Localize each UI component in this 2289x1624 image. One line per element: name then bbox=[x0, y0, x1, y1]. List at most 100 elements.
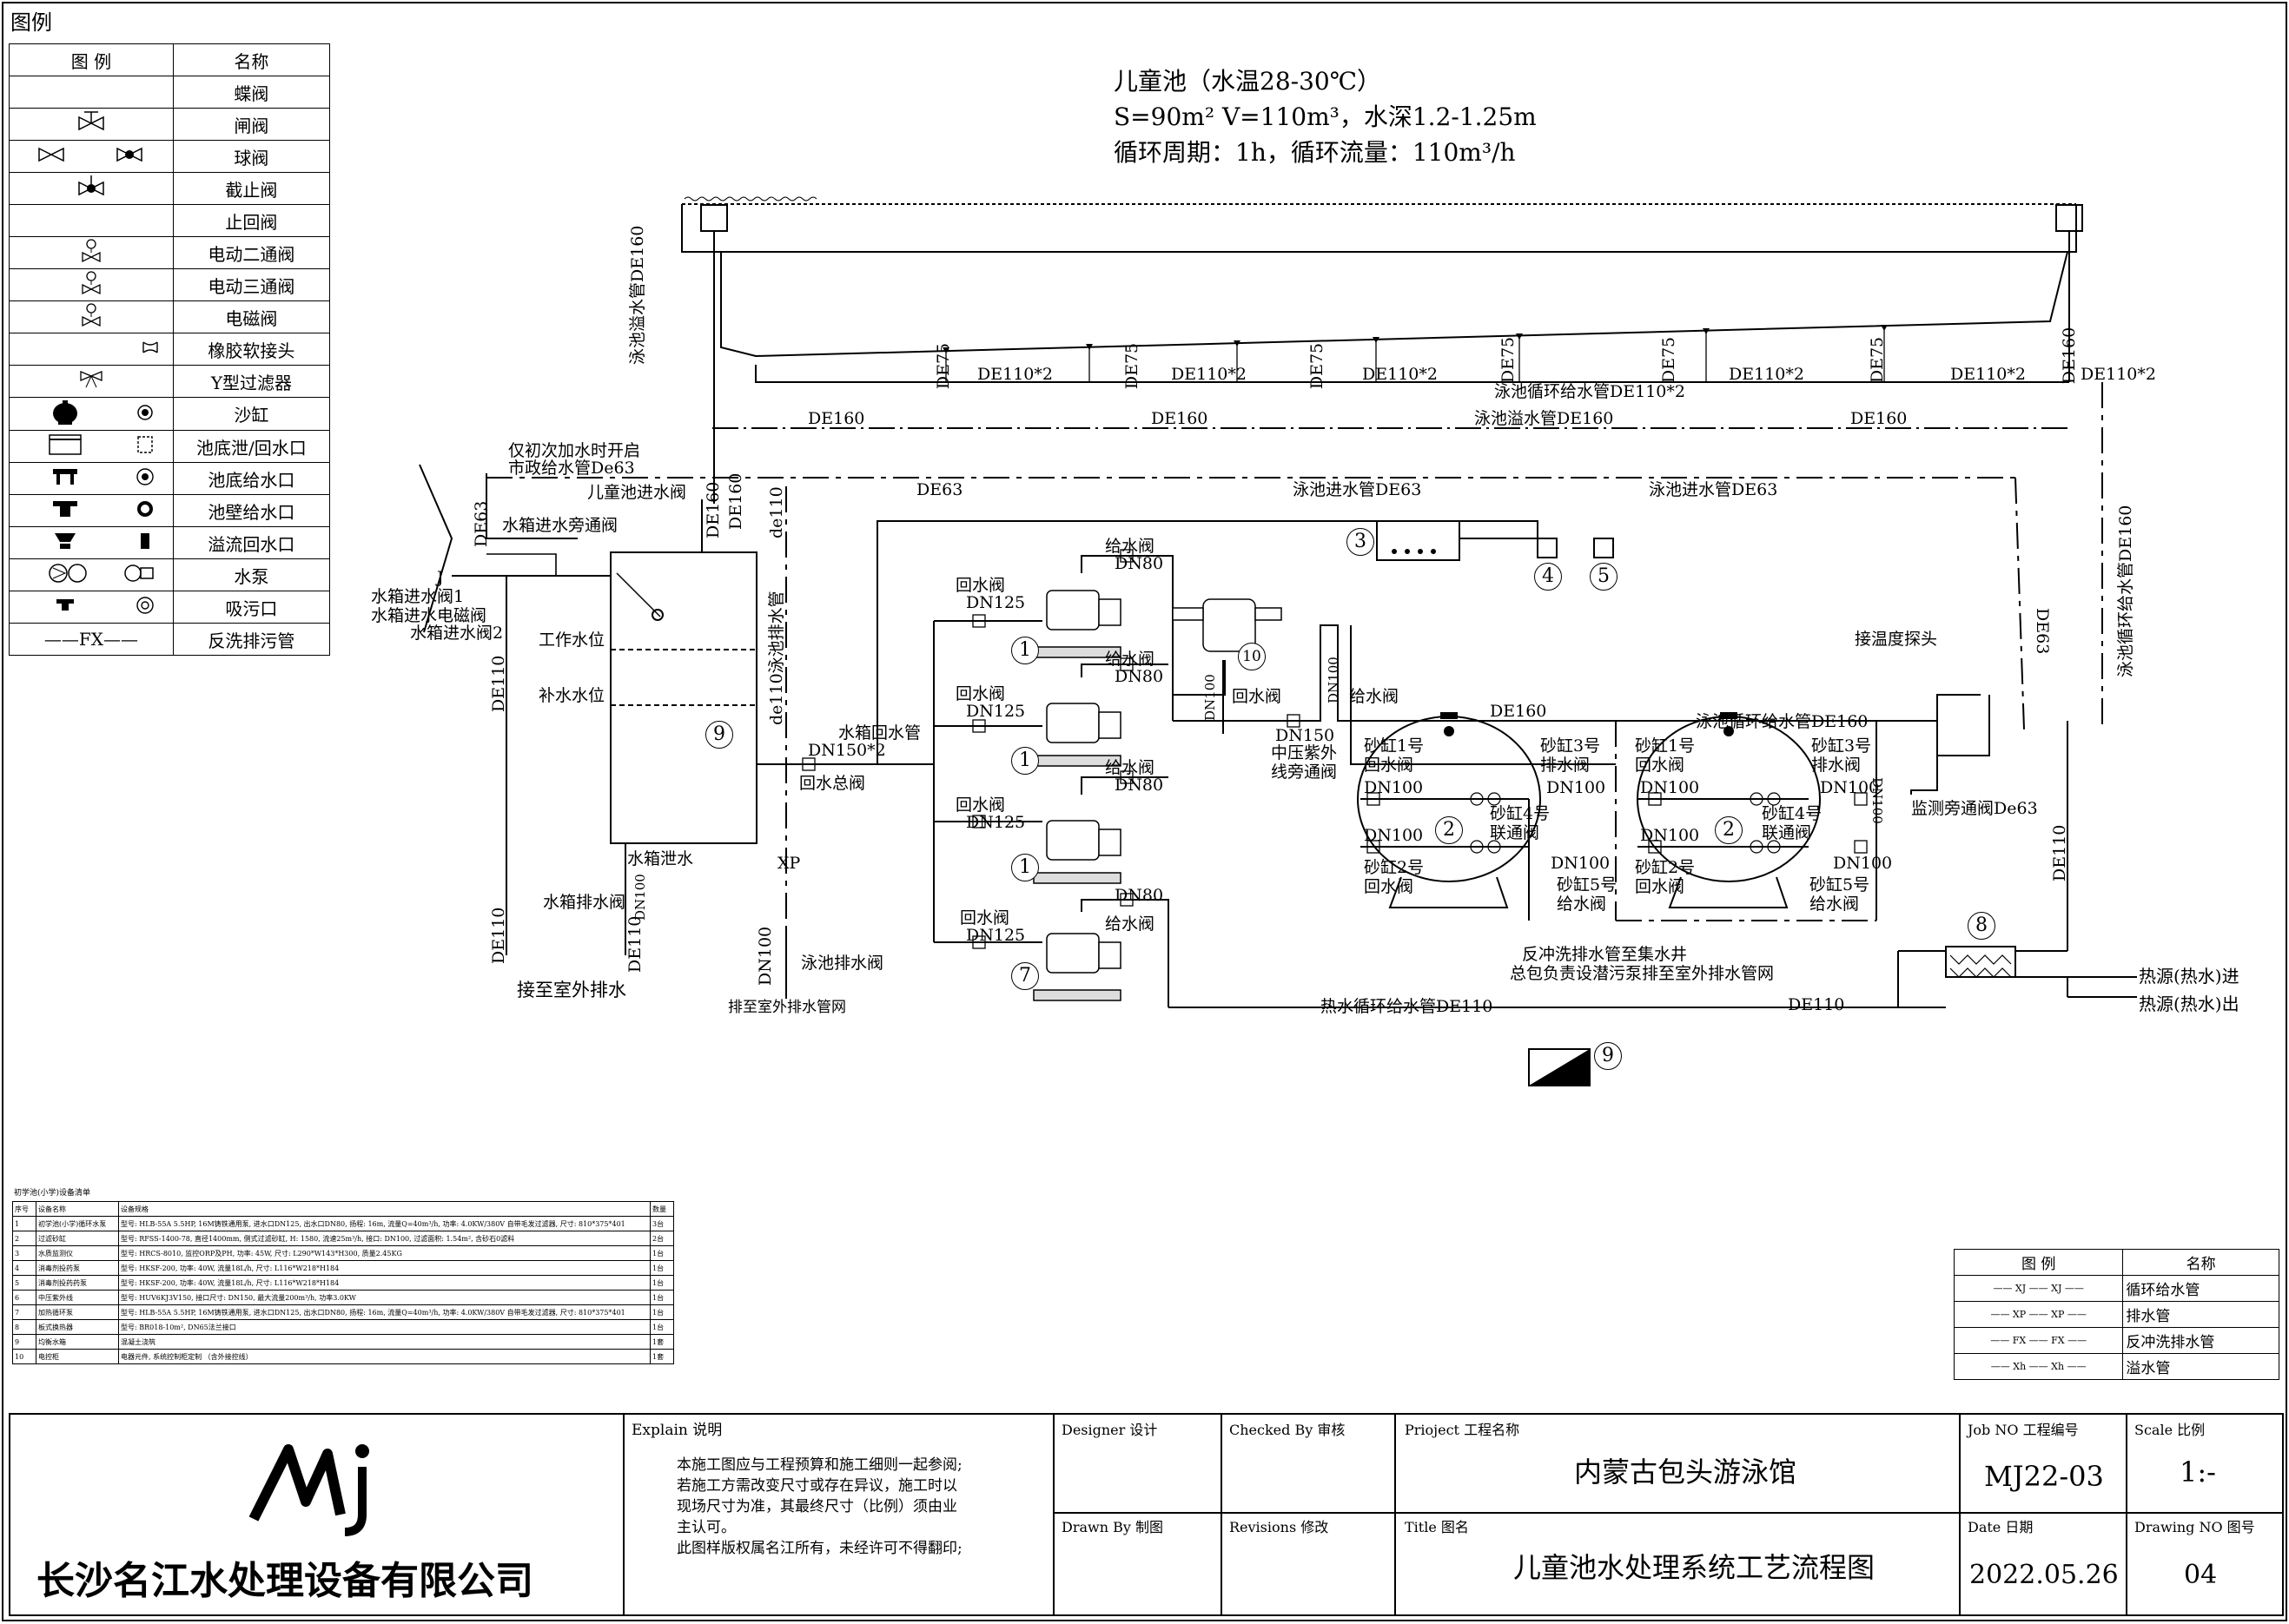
label-dn80-4: DN80 bbox=[1115, 886, 1164, 905]
title-block: 长沙名江水处理设备有限公司 Explain 说明 本施工图应与工程预算和施工细则… bbox=[9, 1413, 2284, 1616]
label-sand4-link-b2: 联通阀 bbox=[1762, 823, 1812, 842]
label-tank-inlet-2: 水箱进水阀2 bbox=[410, 624, 504, 643]
label-dn125-4: DN125 bbox=[966, 926, 1026, 945]
label-dn150x2: DN150*2 bbox=[808, 741, 886, 760]
pipe-label-de160-b: DE160 bbox=[1151, 409, 1208, 428]
job-label: Job NO 工程编号 bbox=[1968, 1422, 2079, 1438]
list-item: —— XP —— XP ——排水管 bbox=[1953, 1301, 2279, 1328]
label-dn100-pool: DN100 bbox=[756, 926, 775, 986]
pipe-label-de110-right: DE110 bbox=[2050, 824, 2069, 881]
legend-caption: 图例 bbox=[10, 10, 52, 35]
label-sand3-drain-b: 砂缸3号 bbox=[1811, 736, 1872, 756]
pipe-label-de75-2: DE75 bbox=[1122, 342, 1142, 390]
label-sand4-link-2: 联通阀 bbox=[1490, 823, 1540, 842]
drawing-date: 2022.05.26 bbox=[1969, 1560, 2119, 1590]
label-sand1-return-b: 砂缸1号 bbox=[1635, 736, 1696, 756]
label-work-level: 工作水位 bbox=[539, 630, 605, 650]
label-sand2-return-2: 回水阀 bbox=[1364, 877, 1414, 896]
wall-inlet-icon bbox=[9, 494, 174, 527]
label-heat-in: 热源(热水)进 bbox=[2139, 966, 2239, 987]
label-sand4-link: 砂缸4号 bbox=[1490, 804, 1551, 823]
equipment-tag-2b: 2 bbox=[1715, 816, 1743, 844]
label-dn100-uv2: DN100 bbox=[1326, 657, 1341, 703]
legend-item-name: 池壁给水口 bbox=[172, 494, 331, 527]
label-uv-bypass-2: 线旁通阀 bbox=[1271, 762, 1338, 782]
label-backwash-2: 总包负责设潜污泵排至室外排水管网 bbox=[1510, 964, 1775, 983]
label-dn100-b1: DN100 bbox=[1640, 778, 1700, 797]
label-tank-inlet-1: 水箱进水阀1 bbox=[371, 587, 465, 606]
label-dn80-3: DN80 bbox=[1115, 776, 1164, 795]
label-sand1-return: 砂缸1号 bbox=[1364, 736, 1425, 756]
explain-line: 本施工图应与工程预算和施工细则一起参阅; bbox=[677, 1456, 963, 1474]
pipe-legend-header-name: 名称 bbox=[2122, 1249, 2279, 1276]
pipe-label-de63-left: DE63 bbox=[472, 500, 491, 547]
legend-item-name: 球阀 bbox=[172, 140, 331, 173]
label-heat-out: 热源(热水)出 bbox=[2139, 994, 2239, 1014]
legend-item-name: 吸污口 bbox=[172, 591, 331, 624]
project-cell: Prioject 工程名称 内蒙古包头游泳馆 Title 图名 儿童池水处理系统… bbox=[1394, 1415, 1961, 1614]
label-sand3-drain-2: 排水阀 bbox=[1540, 756, 1591, 775]
legend-item-name: 水泵 bbox=[172, 558, 331, 591]
label-uv-bypass-1: 中压紫外 bbox=[1271, 743, 1338, 762]
label-dn100-uv: DN100 bbox=[1202, 674, 1218, 721]
designer-cell: Designer 设计 Drawn By 制图 bbox=[1053, 1415, 1222, 1614]
checked-label: Checked By 审核 bbox=[1229, 1422, 1346, 1438]
label-makeup-level: 补水水位 bbox=[539, 686, 605, 705]
rubber-joint-icon bbox=[9, 333, 174, 366]
legend-item-name: 橡胶软接头 bbox=[172, 333, 331, 366]
explain-line: 现场尺寸为准，其最终尺寸（比例）须由业 bbox=[677, 1498, 957, 1515]
equipment-tag-1b: 1 bbox=[1011, 747, 1039, 775]
motorized-2way-valve-icon bbox=[9, 236, 174, 269]
pool-spec: S=90m² V=110m³，水深1.2-1.25m bbox=[1114, 102, 1537, 131]
pipe-label-de110x2-1: DE110*2 bbox=[977, 365, 1053, 384]
revisions-label: Revisions 修改 bbox=[1229, 1519, 1329, 1535]
label-sand4-link-b: 砂缸4号 bbox=[1762, 804, 1823, 823]
label-return-valve-uv: 回水阀 bbox=[1232, 687, 1282, 706]
pipe-label-overflow: 泳池溢水管DE160 bbox=[1474, 409, 1614, 428]
ball-valve-icon bbox=[9, 140, 174, 173]
label-return-valve-4: 回水阀 bbox=[960, 908, 1010, 928]
butterfly-valve-icon bbox=[9, 76, 174, 109]
label-supply-valve-2: 给水阀 bbox=[1105, 650, 1155, 669]
project-label: Prioject 工程名称 bbox=[1405, 1422, 1520, 1438]
label-return-main: 回水总阀 bbox=[799, 774, 866, 793]
label-return-valve-3: 回水阀 bbox=[956, 795, 1006, 815]
y-strainer-icon bbox=[9, 365, 174, 398]
label-dn100-b3: DN100 bbox=[1820, 778, 1880, 797]
label-sand2-return-b2: 回水阀 bbox=[1635, 877, 1685, 896]
scale-value: 1:- bbox=[2180, 1456, 2216, 1489]
drawn-label: Drawn By 制图 bbox=[1062, 1519, 1163, 1535]
company-name: 长沙名江水处理设备有限公司 bbox=[36, 1559, 533, 1603]
label-backwash-1: 反冲洗排水管至集水井 bbox=[1522, 945, 1688, 964]
pipe-label-de110x2-2: DE110*2 bbox=[1171, 365, 1247, 384]
pipe-legend-header-symbol: 图 例 bbox=[1953, 1249, 2124, 1276]
sand-filter-icon bbox=[9, 397, 174, 431]
legend-item-name: 电磁阀 bbox=[172, 300, 331, 333]
label-tank-bypass: 水箱进水旁通阀 bbox=[502, 516, 619, 535]
label-dn100-f2: DN100 bbox=[1364, 826, 1424, 845]
pipe-label-overflow-vert: 泳池溢水管DE160 bbox=[628, 225, 647, 365]
label-dn125-3: DN125 bbox=[966, 813, 1026, 832]
pipe-label-de63-vert: DE63 bbox=[2033, 608, 2052, 655]
label-dn80-2: DN80 bbox=[1115, 667, 1164, 686]
label-supply-valve-4: 给水阀 bbox=[1105, 914, 1155, 934]
pipe-label-de160-a: DE160 bbox=[808, 409, 865, 428]
legend-item-name: 电动三通阀 bbox=[172, 268, 331, 301]
pipe-label-inlet: 泳池进水管DE63 bbox=[1293, 480, 1422, 499]
pipe-label-de110-low: de110 bbox=[767, 486, 786, 538]
pool-cycle: 循环周期：1h，循环流量：110m³/h bbox=[1114, 138, 1516, 167]
label-monitor-bypass: 监测旁通阀De63 bbox=[1911, 799, 2038, 818]
label-tank-drain: 水箱泄水 bbox=[627, 849, 694, 868]
pipe-label-de110x2-5: DE110*2 bbox=[1950, 365, 2026, 384]
scale-label: Scale 比例 bbox=[2134, 1422, 2206, 1438]
equipment-tag-1a: 1 bbox=[1011, 637, 1039, 664]
list-item: —— Xh —— Xh ——溢水管 bbox=[1953, 1353, 2279, 1380]
equipment-tag-4: 4 bbox=[1534, 563, 1562, 591]
legend-item-name: 蝶阀 bbox=[172, 76, 331, 109]
